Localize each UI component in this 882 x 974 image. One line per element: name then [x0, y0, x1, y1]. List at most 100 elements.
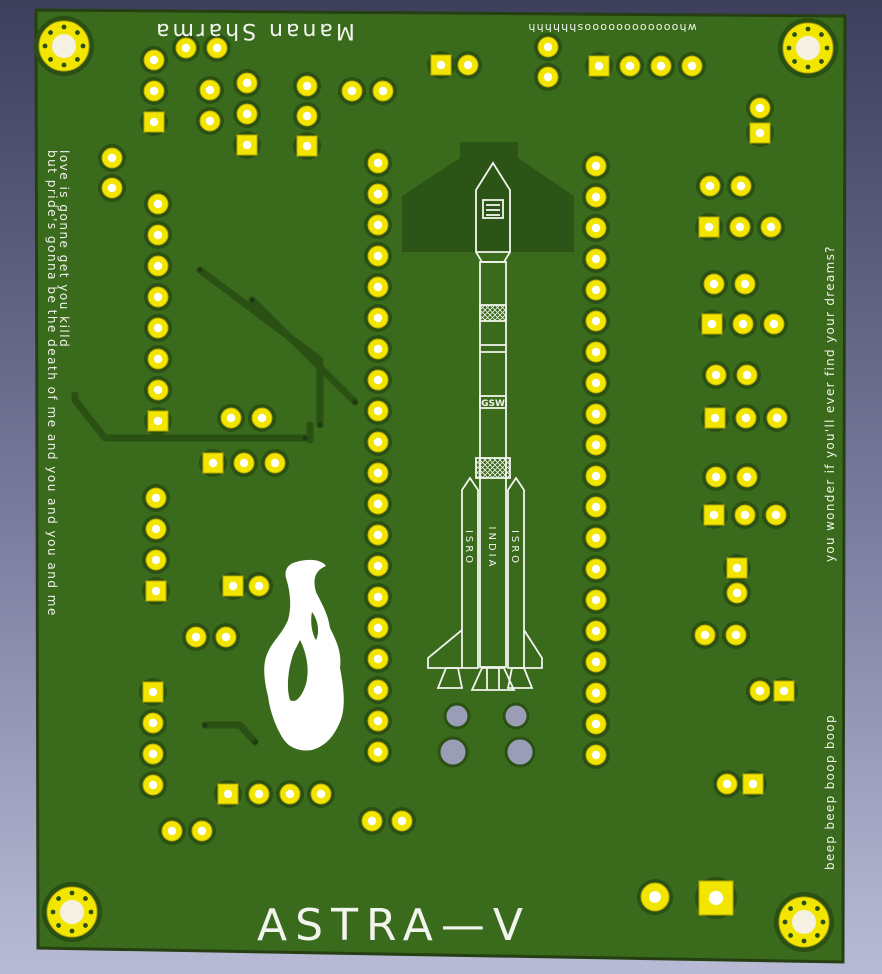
round-pad	[534, 63, 562, 91]
mounting-holes	[34, 16, 838, 952]
round-pad	[702, 361, 730, 389]
square-pad	[695, 877, 737, 919]
round-pad	[722, 621, 750, 649]
round-pad	[364, 738, 392, 766]
round-pad	[582, 307, 610, 335]
round-pad	[188, 817, 216, 845]
square-pad	[585, 52, 613, 80]
round-pad	[172, 34, 200, 62]
round-pad	[233, 69, 261, 97]
round-pad	[582, 679, 610, 707]
mounting-hole	[42, 882, 102, 942]
round-pad	[144, 190, 172, 218]
square-pad	[233, 131, 261, 159]
round-pad	[582, 710, 610, 738]
round-pad	[582, 276, 610, 304]
square-pad	[139, 678, 167, 706]
round-pad	[364, 521, 392, 549]
square-pad	[293, 132, 321, 160]
round-pad	[713, 770, 741, 798]
round-pad	[678, 52, 706, 80]
square-pad	[140, 108, 168, 136]
round-pad	[746, 94, 774, 122]
round-pad	[369, 77, 397, 105]
through-hole-pads	[98, 33, 798, 919]
round-pad	[454, 51, 482, 79]
round-pad	[760, 310, 788, 338]
round-pad	[364, 614, 392, 642]
round-pad	[731, 501, 759, 529]
round-pad	[388, 807, 416, 835]
round-pad	[293, 102, 321, 130]
square-pad	[427, 51, 455, 79]
round-pad	[364, 335, 392, 363]
board-title: ASTRA—V	[257, 900, 531, 951]
left-lyric-line-2: but pride's gonna be the death of me and…	[45, 150, 59, 617]
round-pad	[702, 463, 730, 491]
round-pad	[582, 214, 610, 242]
round-pad	[364, 242, 392, 270]
round-pad	[647, 52, 675, 80]
round-pad	[245, 572, 273, 600]
round-pad	[245, 780, 273, 808]
round-pad	[144, 252, 172, 280]
copper-traces	[71, 266, 359, 746]
round-pad	[729, 310, 757, 338]
round-pad	[723, 579, 751, 607]
round-pad	[338, 77, 366, 105]
round-pad	[307, 780, 335, 808]
right-caption-dreams: you wonder if you'll ever find your drea…	[823, 245, 837, 562]
round-pad	[582, 245, 610, 273]
round-pad	[142, 546, 170, 574]
round-pad	[142, 484, 170, 512]
round-pad	[364, 428, 392, 456]
square-pad	[695, 213, 723, 241]
round-pad	[364, 552, 392, 580]
round-pad	[217, 404, 245, 432]
round-pad	[364, 149, 392, 177]
round-pad	[139, 709, 167, 737]
round-pad	[582, 369, 610, 397]
round-pad	[582, 338, 610, 366]
round-pad	[364, 459, 392, 487]
round-pad	[203, 34, 231, 62]
mounting-hole	[778, 18, 838, 78]
right-caption-beep: beep beep boop boop	[823, 714, 837, 870]
round-pad	[182, 623, 210, 651]
round-pad	[700, 270, 728, 298]
square-pad	[701, 404, 729, 432]
round-pad	[582, 617, 610, 645]
round-pad	[364, 676, 392, 704]
rocket-copper-pour	[402, 142, 574, 252]
round-pad	[144, 345, 172, 373]
round-pad	[364, 397, 392, 425]
round-pad	[276, 780, 304, 808]
round-pad	[534, 33, 562, 61]
round-pad	[261, 449, 289, 477]
rocket-silkscreen	[427, 161, 543, 691]
round-pad	[364, 211, 392, 239]
round-pad	[364, 583, 392, 611]
round-pad	[762, 501, 790, 529]
round-pad	[637, 879, 673, 915]
round-pad	[144, 376, 172, 404]
round-pad	[582, 152, 610, 180]
round-pad	[727, 172, 755, 200]
round-pad	[582, 400, 610, 428]
square-pad	[219, 572, 247, 600]
round-pad	[142, 515, 170, 543]
square-pad	[746, 119, 774, 147]
round-pad	[139, 771, 167, 799]
rocket-left-booster-label: ISRO	[463, 530, 474, 566]
square-pad	[214, 780, 242, 808]
square-pad	[723, 554, 751, 582]
round-pad	[358, 807, 386, 835]
round-pad	[230, 449, 258, 477]
round-pad	[582, 586, 610, 614]
round-pad	[364, 490, 392, 518]
round-pad	[582, 741, 610, 769]
round-pad	[98, 144, 126, 172]
mounting-hole	[774, 892, 834, 952]
square-pad	[739, 770, 767, 798]
round-pad	[364, 366, 392, 394]
